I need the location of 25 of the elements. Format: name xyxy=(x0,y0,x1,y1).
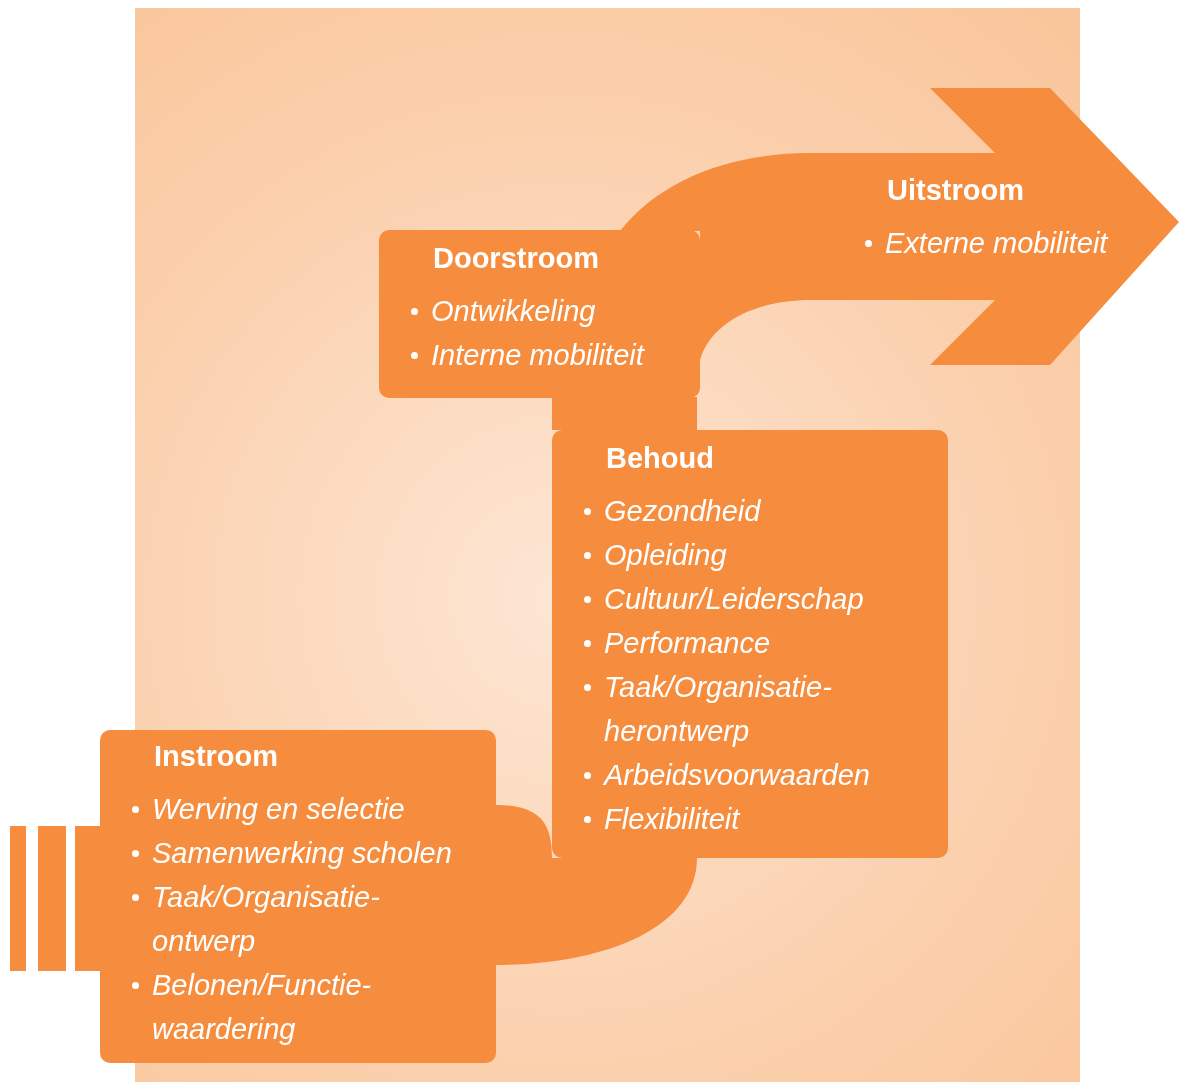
flow-band xyxy=(620,153,861,360)
stage-box xyxy=(379,230,700,398)
bullet-text: Externe mobiliteit xyxy=(885,227,1108,259)
bullet-text: Flexibiliteit xyxy=(604,803,740,835)
bullet-text: Opleiding xyxy=(604,539,727,571)
flow-band xyxy=(496,805,697,965)
bullet-text: Gezondheid xyxy=(604,495,761,527)
bullet-text: Ontwikkeling xyxy=(431,295,596,327)
stage-heading: Doorstroom xyxy=(433,242,599,275)
bullet-text: Performance xyxy=(604,627,770,659)
stage-box xyxy=(100,730,496,1063)
stage-box xyxy=(552,430,948,858)
stage-heading: Instroom xyxy=(154,740,279,773)
bullet-text: Taak/Organisatie- ontwerp xyxy=(152,881,380,957)
bullet-text: Samenwerking scholen xyxy=(152,837,452,869)
bullet-text: Cultuur/Leiderschap xyxy=(604,583,864,615)
bullet-text: Interne mobiliteit xyxy=(431,339,644,371)
stage-heading: Uitstroom xyxy=(887,174,1024,207)
bullet-text: Belonen/Functie- waardering xyxy=(152,969,372,1045)
bullet-text: Arbeidsvoorwaarden xyxy=(604,759,870,791)
arrow-head-shape xyxy=(860,88,1179,365)
bullet-text: Werving en selectie xyxy=(152,793,405,825)
bullet-text: Taak/Organisatie- herontwerp xyxy=(604,671,832,747)
stage-heading: Behoud xyxy=(606,442,714,475)
flow-band xyxy=(552,397,697,430)
